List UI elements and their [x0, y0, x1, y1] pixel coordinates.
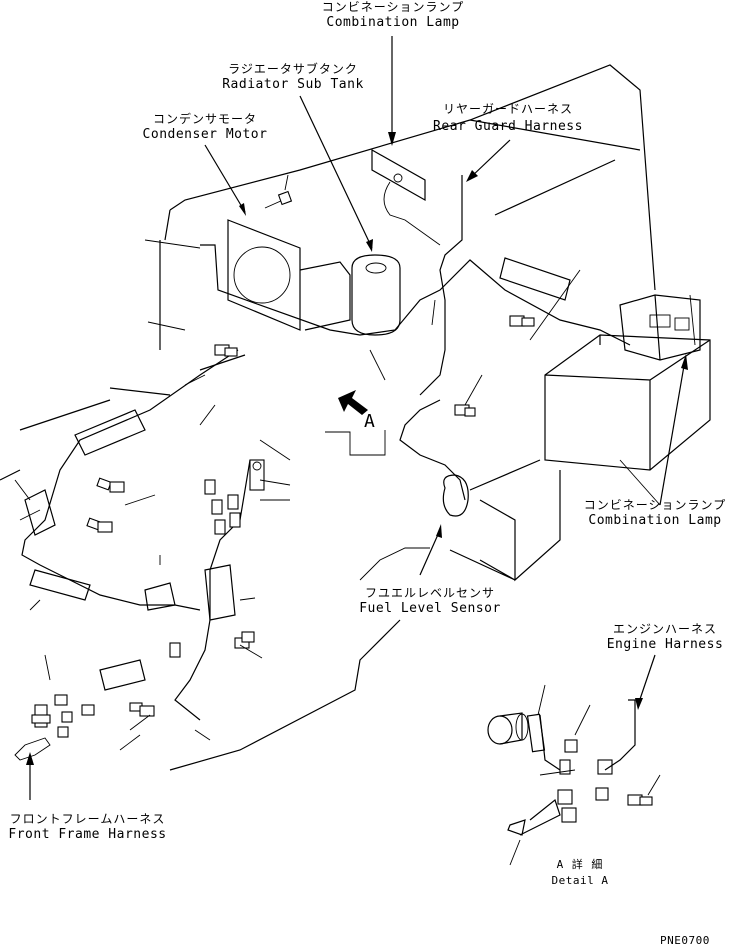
bolt-h: [454, 404, 476, 417]
label-combination-lamp-top-en: Combination Lamp: [326, 15, 460, 30]
arrow-head-fuel: [436, 524, 442, 538]
harness-to-fuel-sensor: [399, 399, 466, 501]
protector-6: [99, 659, 146, 691]
bolt-a: [96, 477, 125, 493]
bolt-f: [31, 704, 51, 728]
view-arrow: [338, 390, 368, 415]
lamp-right-bracket: [619, 459, 661, 506]
arrow-head-condenser: [239, 203, 246, 216]
bolt-c: [249, 459, 265, 491]
label-condenser-motor-jp: コンデンサモータ: [152, 112, 257, 126]
fuel-level-sensor: [442, 474, 469, 517]
label-detail-a-en: Detail A: [551, 874, 609, 887]
leader-radiator-sub-tank: [299, 95, 373, 249]
radiator-sub-tank: [351, 254, 401, 336]
protector-2: [24, 489, 56, 536]
label-fuel-level-sensor-en: Fuel Level Sensor: [359, 601, 501, 616]
callout-leaders: [14, 239, 696, 751]
machine-body-outline: [169, 64, 656, 291]
fuel-label-bracket: [359, 547, 430, 581]
arrow-head-engine: [635, 698, 643, 710]
lamp-housing: [619, 294, 701, 361]
label-rear-guard-harness-jp: リヤーガードハーネス: [442, 102, 573, 116]
bolt-leader-1: [284, 174, 289, 191]
bolt-d: [234, 631, 255, 649]
detail-leaders: [537, 684, 661, 796]
protector-rear: [499, 257, 571, 301]
bolt-e: [129, 702, 155, 717]
label-condenser-motor-en: Condenser Motor: [142, 127, 268, 142]
frame-left-line: [0, 387, 171, 481]
lamp-top-bolt: [393, 173, 403, 183]
label-engine-harness-en: Engine Harness: [606, 637, 724, 652]
label-combination-lamp-right-en: Combination Lamp: [588, 513, 722, 528]
leader-rear-guard-harness: [469, 139, 511, 179]
arrow-head-front-frame: [26, 752, 34, 765]
protector-1: [74, 409, 146, 456]
arrow-head-sub-tank: [366, 239, 373, 252]
label-radiator-sub-tank-jp: ラジエータサブタンク: [228, 62, 358, 76]
leader-fuel-level-sensor: [419, 529, 441, 576]
protector-4: [144, 582, 176, 611]
front-connector: [14, 737, 51, 761]
bolt-top-left: [264, 190, 293, 209]
bolt-g: [509, 315, 535, 327]
arrow-head-lamp-right: [681, 354, 688, 370]
harness-center-down: [174, 459, 251, 721]
view-marker-a: A: [364, 411, 376, 432]
label-detail-a-jp: A 詳 細: [556, 858, 604, 871]
rear-frame-side: [159, 209, 246, 371]
lamp-lens-1: [649, 314, 671, 328]
combination-lamp-top-part: [371, 148, 426, 202]
frame-bottom-line: [169, 619, 401, 771]
connector-cluster: [204, 479, 241, 535]
label-radiator-sub-tank-en: Radiator Sub Tank: [222, 77, 364, 92]
reservoir-box: [299, 261, 351, 331]
rear-guard-harness-line: [419, 175, 463, 396]
lamp-top-wire: [383, 181, 441, 246]
protector-5: [204, 564, 236, 621]
label-fuel-level-sensor-jp: フユエルレベルセンサ: [364, 586, 495, 600]
view-arrow-bracket: [325, 430, 386, 456]
drawing-number: PNE0700: [660, 934, 710, 947]
arrow-head-rear-guard: [466, 170, 478, 182]
detail-a-illustration: [487, 699, 653, 866]
harness-down-left: [21, 349, 239, 611]
lower-frame: [449, 459, 561, 582]
protector-3: [29, 569, 91, 601]
main-harness: [200, 244, 631, 346]
label-rear-guard-harness-en: Rear Guard Harness: [433, 119, 583, 134]
label-engine-harness-jp: エンジンハーネス: [612, 622, 717, 636]
bolt-i: [214, 344, 238, 357]
sub-tank-cap: [365, 262, 387, 274]
condenser-motor-housing: [227, 219, 301, 331]
label-front-frame-harness-en: Front Frame Harness: [8, 827, 167, 842]
bolt-b: [86, 517, 113, 533]
leader-engine-harness: [637, 654, 656, 706]
leader-combination-lamp-right: [659, 359, 686, 506]
arrow-head-lamp-top: [388, 132, 396, 146]
label-combination-lamp-right-jp: コンビネーションランプ: [583, 498, 727, 512]
label-front-frame-harness-jp: フロントフレームハーネス: [9, 812, 166, 826]
label-combination-lamp-top-jp: コンビネーションランプ: [321, 0, 465, 14]
clips-lower: [54, 642, 181, 738]
condenser-fan: [233, 246, 291, 304]
battery-box: [544, 334, 711, 471]
lamp-lens-2: [674, 317, 690, 331]
leader-condenser-motor: [204, 144, 246, 213]
engine-hood-edge: [469, 119, 641, 216]
